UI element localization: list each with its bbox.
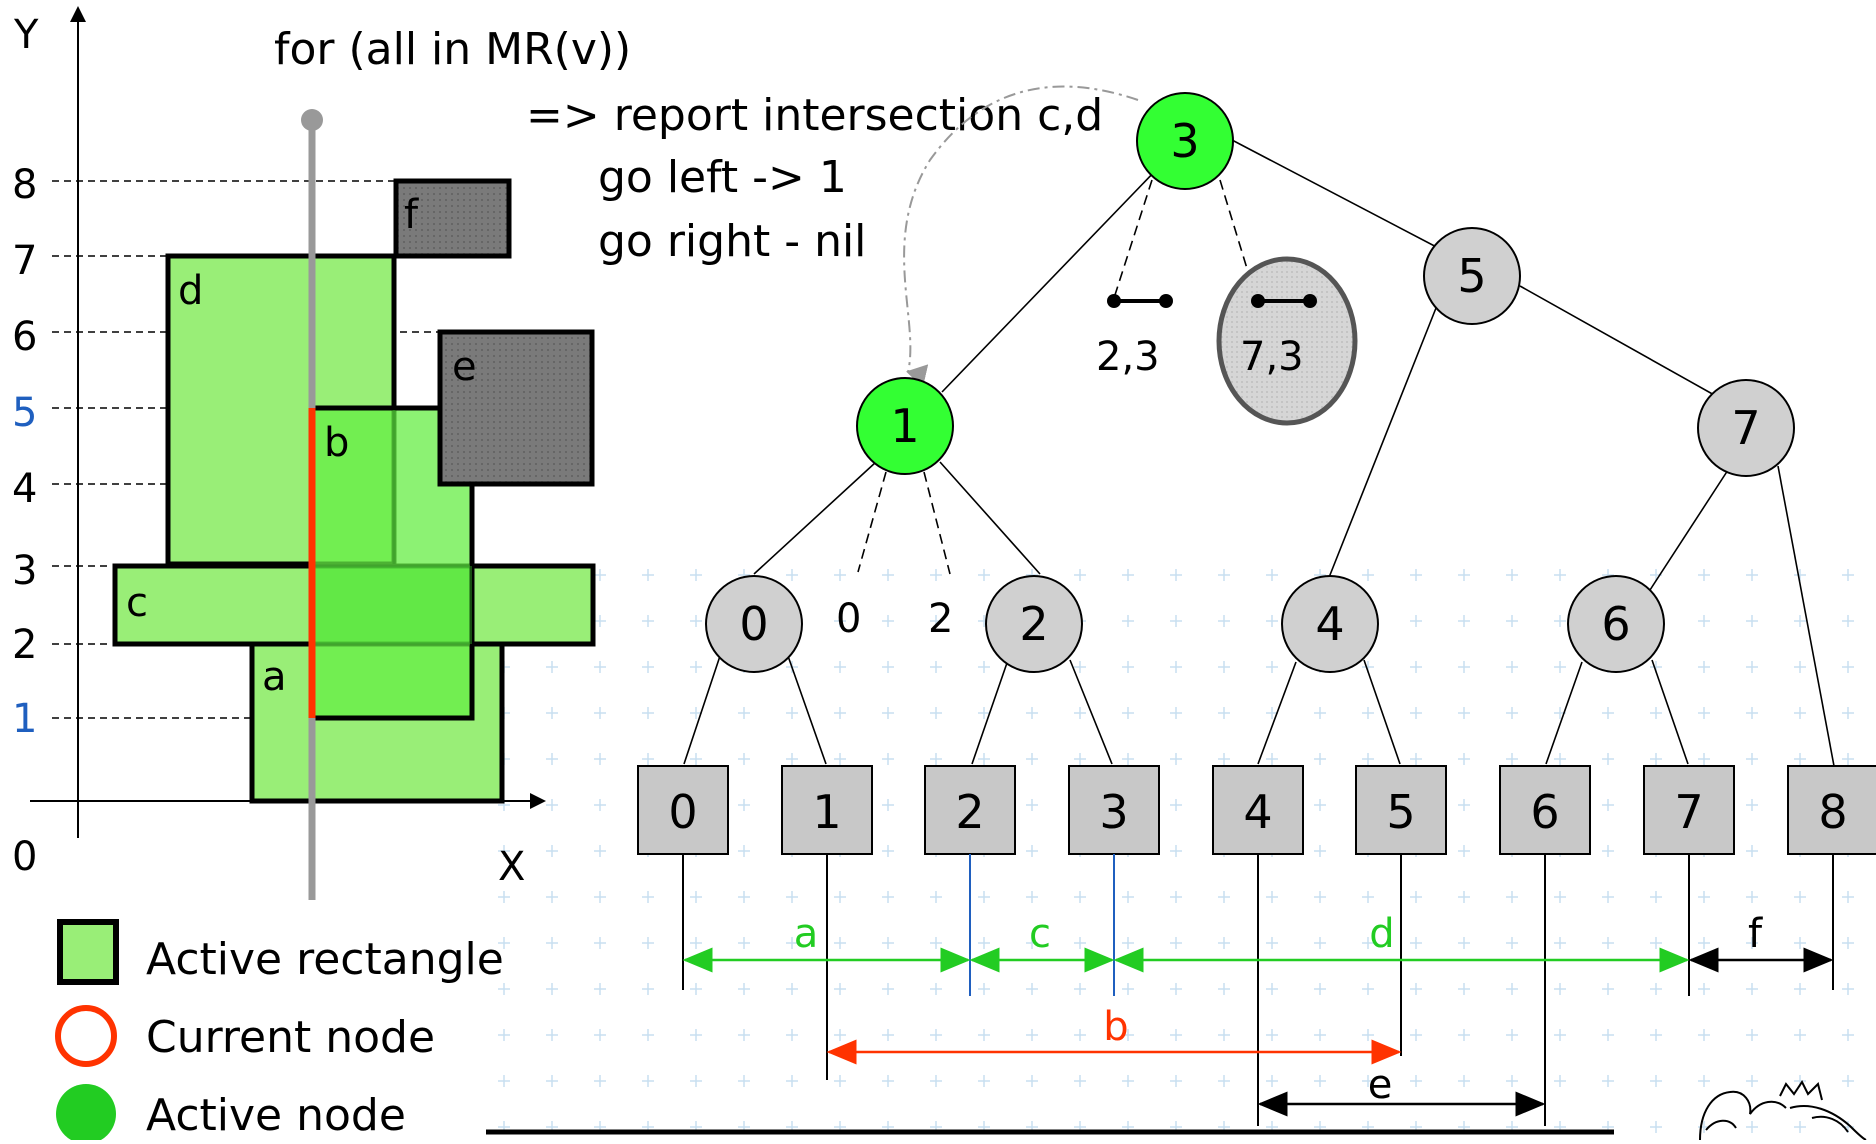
- y-tick-7: 7: [12, 238, 37, 284]
- svg-text:4: 4: [1243, 785, 1272, 839]
- mr-label-2-3: 2,3: [1096, 334, 1160, 380]
- legend-swatch-active-node: [56, 1084, 116, 1144]
- origin-label: 0: [12, 834, 37, 880]
- leaf-7[interactable]: 7: [1643, 765, 1735, 855]
- leaf-4[interactable]: 4: [1212, 765, 1304, 855]
- tree-node-1[interactable]: 1: [856, 377, 954, 475]
- rect-label-a: a: [262, 654, 287, 700]
- tree-node-6[interactable]: 6: [1567, 575, 1665, 673]
- svg-text:2: 2: [1019, 597, 1048, 651]
- y-tick-2: 2: [12, 622, 37, 668]
- leaf-6[interactable]: 6: [1499, 765, 1591, 855]
- rect-e: [437, 329, 595, 487]
- rectangle-plot: Y X 0 1 2 3 4 5 6 7 8: [12, 6, 596, 900]
- annotation-line-4: go right - nil: [598, 216, 866, 267]
- interval-label-b: b: [1103, 1004, 1128, 1050]
- rect-label-c: c: [126, 580, 148, 626]
- leaf-1[interactable]: 1: [781, 765, 873, 855]
- go-left-arrow: [903, 85, 1139, 388]
- legend-label-current-node: Current node: [146, 1012, 435, 1063]
- rect-f: [393, 178, 512, 259]
- tree-node-2[interactable]: 2: [985, 575, 1083, 673]
- svg-text:1: 1: [812, 785, 841, 839]
- tree-node-5[interactable]: 5: [1423, 227, 1521, 325]
- svg-text:8: 8: [1818, 785, 1847, 839]
- mr-dashed-edges: [857, 179, 1257, 575]
- svg-text:5: 5: [1457, 249, 1486, 303]
- svg-text:0: 0: [739, 597, 768, 651]
- rect-label-f: f: [404, 192, 419, 238]
- x-axis-arrow: [530, 793, 546, 809]
- leaf-row: 0 1 2 3 4 5 6 7 8: [637, 765, 1876, 855]
- mr-label-7-3: 7,3: [1240, 334, 1304, 380]
- svg-text:2: 2: [955, 785, 984, 839]
- legend-label-active-node: Active node: [146, 1090, 406, 1140]
- rect-label-e: e: [452, 344, 477, 390]
- leaf-2[interactable]: 2: [924, 765, 1016, 855]
- leaf-8[interactable]: 8: [1787, 765, 1876, 855]
- svg-text:7: 7: [1674, 785, 1703, 839]
- annotation-line-1: for (all in MR(v)): [274, 24, 631, 75]
- tree-node-3[interactable]: 3: [1136, 92, 1234, 190]
- legend: Active rectangle Current node Active nod…: [55, 919, 504, 1144]
- tree-edges: [683, 139, 1835, 767]
- mr-segment-7-3: [1251, 294, 1317, 308]
- legend-swatch-current-node: [55, 1005, 117, 1067]
- annotation-line-2: => report intersection c,d: [526, 90, 1103, 141]
- svg-text:7: 7: [1731, 401, 1760, 455]
- svg-text:6: 6: [1601, 597, 1630, 651]
- legend-swatch-active-rectangle: [57, 919, 119, 985]
- y-axis-arrow: [70, 6, 86, 22]
- mr-segment-2-3: [1107, 294, 1173, 308]
- rect-label-d: d: [178, 268, 203, 314]
- leaf-5[interactable]: 5: [1355, 765, 1447, 855]
- svg-text:0: 0: [668, 785, 697, 839]
- leaf-0[interactable]: 0: [637, 765, 729, 855]
- y-tick-6: 6: [12, 314, 37, 360]
- y-axis-label: Y: [13, 12, 39, 58]
- sweep-line-handle: [301, 109, 323, 131]
- y-tick-1: 1: [12, 696, 37, 742]
- annotation-line-3: go left -> 1: [598, 152, 847, 203]
- leaf-3[interactable]: 3: [1068, 765, 1160, 855]
- svg-text:3: 3: [1170, 114, 1199, 168]
- y-tick-8: 8: [12, 162, 37, 208]
- svg-text:4: 4: [1315, 597, 1344, 651]
- y-tick-3: 3: [12, 548, 37, 594]
- tree-node-0[interactable]: 0: [705, 575, 803, 673]
- university-logo-icon: [1699, 1080, 1867, 1141]
- tree-node-7[interactable]: 7: [1697, 379, 1795, 477]
- interval-label-f: f: [1748, 911, 1763, 957]
- svg-text:3: 3: [1099, 785, 1128, 839]
- mr-label-0: 0: [836, 596, 861, 642]
- svg-text:5: 5: [1386, 785, 1415, 839]
- rect-label-b: b: [324, 420, 349, 466]
- x-axis-label: X: [498, 844, 525, 890]
- tree-node-4[interactable]: 4: [1281, 575, 1379, 673]
- interval-label-a: a: [794, 911, 819, 957]
- y-tick-5: 5: [12, 390, 37, 436]
- interval-label-d: d: [1369, 911, 1394, 957]
- interval-label-e: e: [1368, 1062, 1393, 1108]
- legend-label-active-rectangle: Active rectangle: [146, 934, 504, 985]
- svg-text:1: 1: [890, 399, 919, 453]
- svg-text:6: 6: [1530, 785, 1559, 839]
- y-tick-4: 4: [12, 466, 37, 512]
- interval-label-c: c: [1029, 911, 1051, 957]
- mr-label-2: 2: [928, 596, 953, 642]
